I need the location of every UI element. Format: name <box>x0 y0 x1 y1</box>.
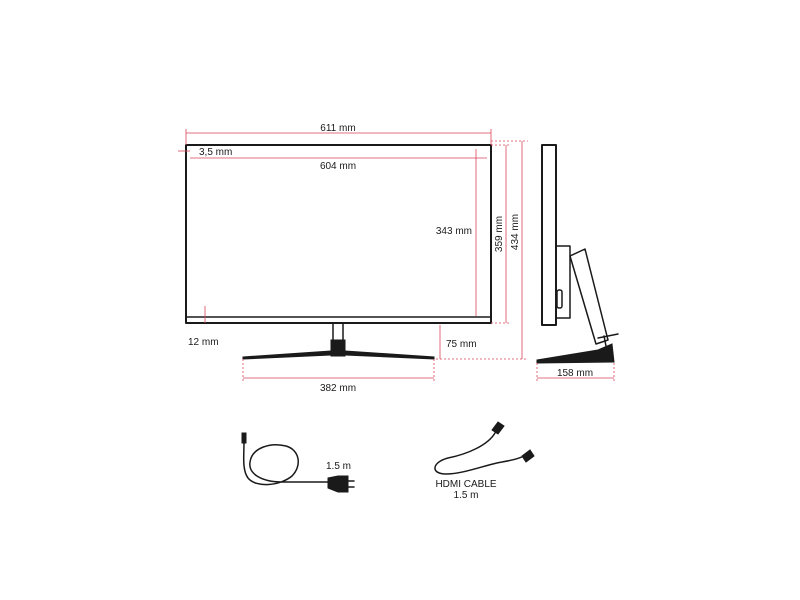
label-hdmi-cable: HDMI CABLE <box>435 479 496 490</box>
label-total-height: 434 mm <box>510 214 521 250</box>
label-bezel: 3,5 mm <box>199 147 232 158</box>
back-housing <box>555 245 571 319</box>
side-view <box>536 144 619 364</box>
stand-base <box>242 350 435 360</box>
side-base <box>536 343 615 364</box>
label-overall-width: 611 mm <box>320 123 355 134</box>
label-bottom-bezel: 12 mm <box>188 337 219 348</box>
stand-hinge <box>597 333 619 347</box>
power-adapter <box>327 475 349 493</box>
front-dimensions: 611 mm 3,5 mm 604 mm 343 mm 359 mm 434 m… <box>178 123 528 394</box>
side-dimensions: 158 mm <box>536 363 615 382</box>
hdmi-connector-right <box>521 449 535 463</box>
label-screen-height: 343 mm <box>436 226 472 237</box>
monitor-panel-side <box>541 144 557 326</box>
rear-port-slot <box>556 289 563 309</box>
monitor-panel-front <box>185 144 492 324</box>
power-plug-tip <box>241 432 247 444</box>
hdmi-cable: HDMI CABLE 1.5 m <box>434 421 535 501</box>
label-stand-width: 382 mm <box>320 383 356 394</box>
stand-neck <box>332 322 344 343</box>
label-hdmi-length: 1.5 m <box>453 490 478 501</box>
power-cable-coil <box>242 442 331 486</box>
label-stand-height: 75 mm <box>446 339 477 350</box>
label-power-cable-length: 1.5 m <box>326 461 351 472</box>
hdmi-cable-loop <box>434 432 525 475</box>
label-panel-height: 359 mm <box>494 216 505 252</box>
power-cable: 1.5 m <box>241 432 355 493</box>
label-stand-depth: 158 mm <box>557 368 593 379</box>
hdmi-connector-top <box>491 421 505 435</box>
stand-arm <box>569 248 609 345</box>
label-screen-width: 604 mm <box>320 161 356 172</box>
front-view <box>185 144 492 360</box>
